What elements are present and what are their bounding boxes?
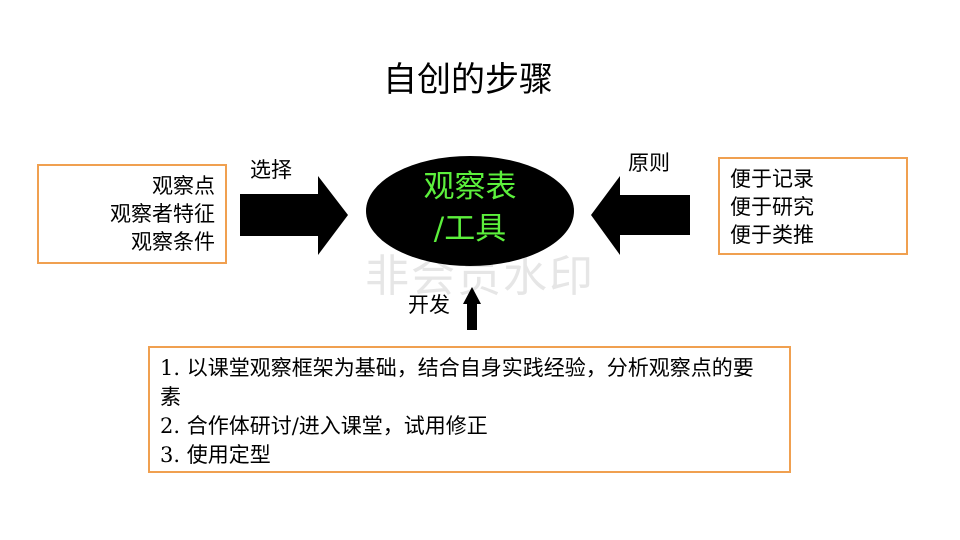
left-pointing-arrow: [591, 176, 690, 255]
right-box: 便于记录 便于研究 便于类推: [718, 157, 908, 255]
center-ellipse: [366, 156, 574, 266]
center-line-2: /工具: [433, 211, 507, 247]
right-item: 便于记录: [730, 167, 814, 191]
bottom-box: 1. 以课堂观察框架为基础，结合自身实践经验，分析观察点的要素 2. 合作体研讨…: [148, 346, 791, 473]
right-arrow-label: 原则: [628, 151, 670, 175]
step-line: 2. 合作体研讨/进入课堂，试用修正: [160, 414, 488, 438]
right-pointing-arrow: [240, 176, 348, 255]
right-item: 便于研究: [730, 195, 814, 219]
center-line-1: 观察表: [423, 169, 517, 205]
left-box: 观察点 观察者特征 观察条件: [37, 164, 227, 264]
up-arrow-label: 开发: [408, 293, 450, 317]
right-item: 便于类推: [730, 223, 814, 247]
left-item: 观察条件: [131, 230, 215, 254]
up-pointing-arrow: [463, 287, 481, 330]
slide-title: 自创的步骤: [383, 60, 553, 100]
left-item: 观察者特征: [110, 202, 215, 226]
center-text: 观察表 /工具: [366, 166, 574, 250]
step-line: 3. 使用定型: [160, 443, 271, 467]
left-item: 观察点: [152, 174, 215, 198]
left-arrow-label: 选择: [250, 158, 292, 182]
step-line: 1. 以课堂观察框架为基础，结合自身实践经验，分析观察点的要素: [160, 356, 754, 409]
